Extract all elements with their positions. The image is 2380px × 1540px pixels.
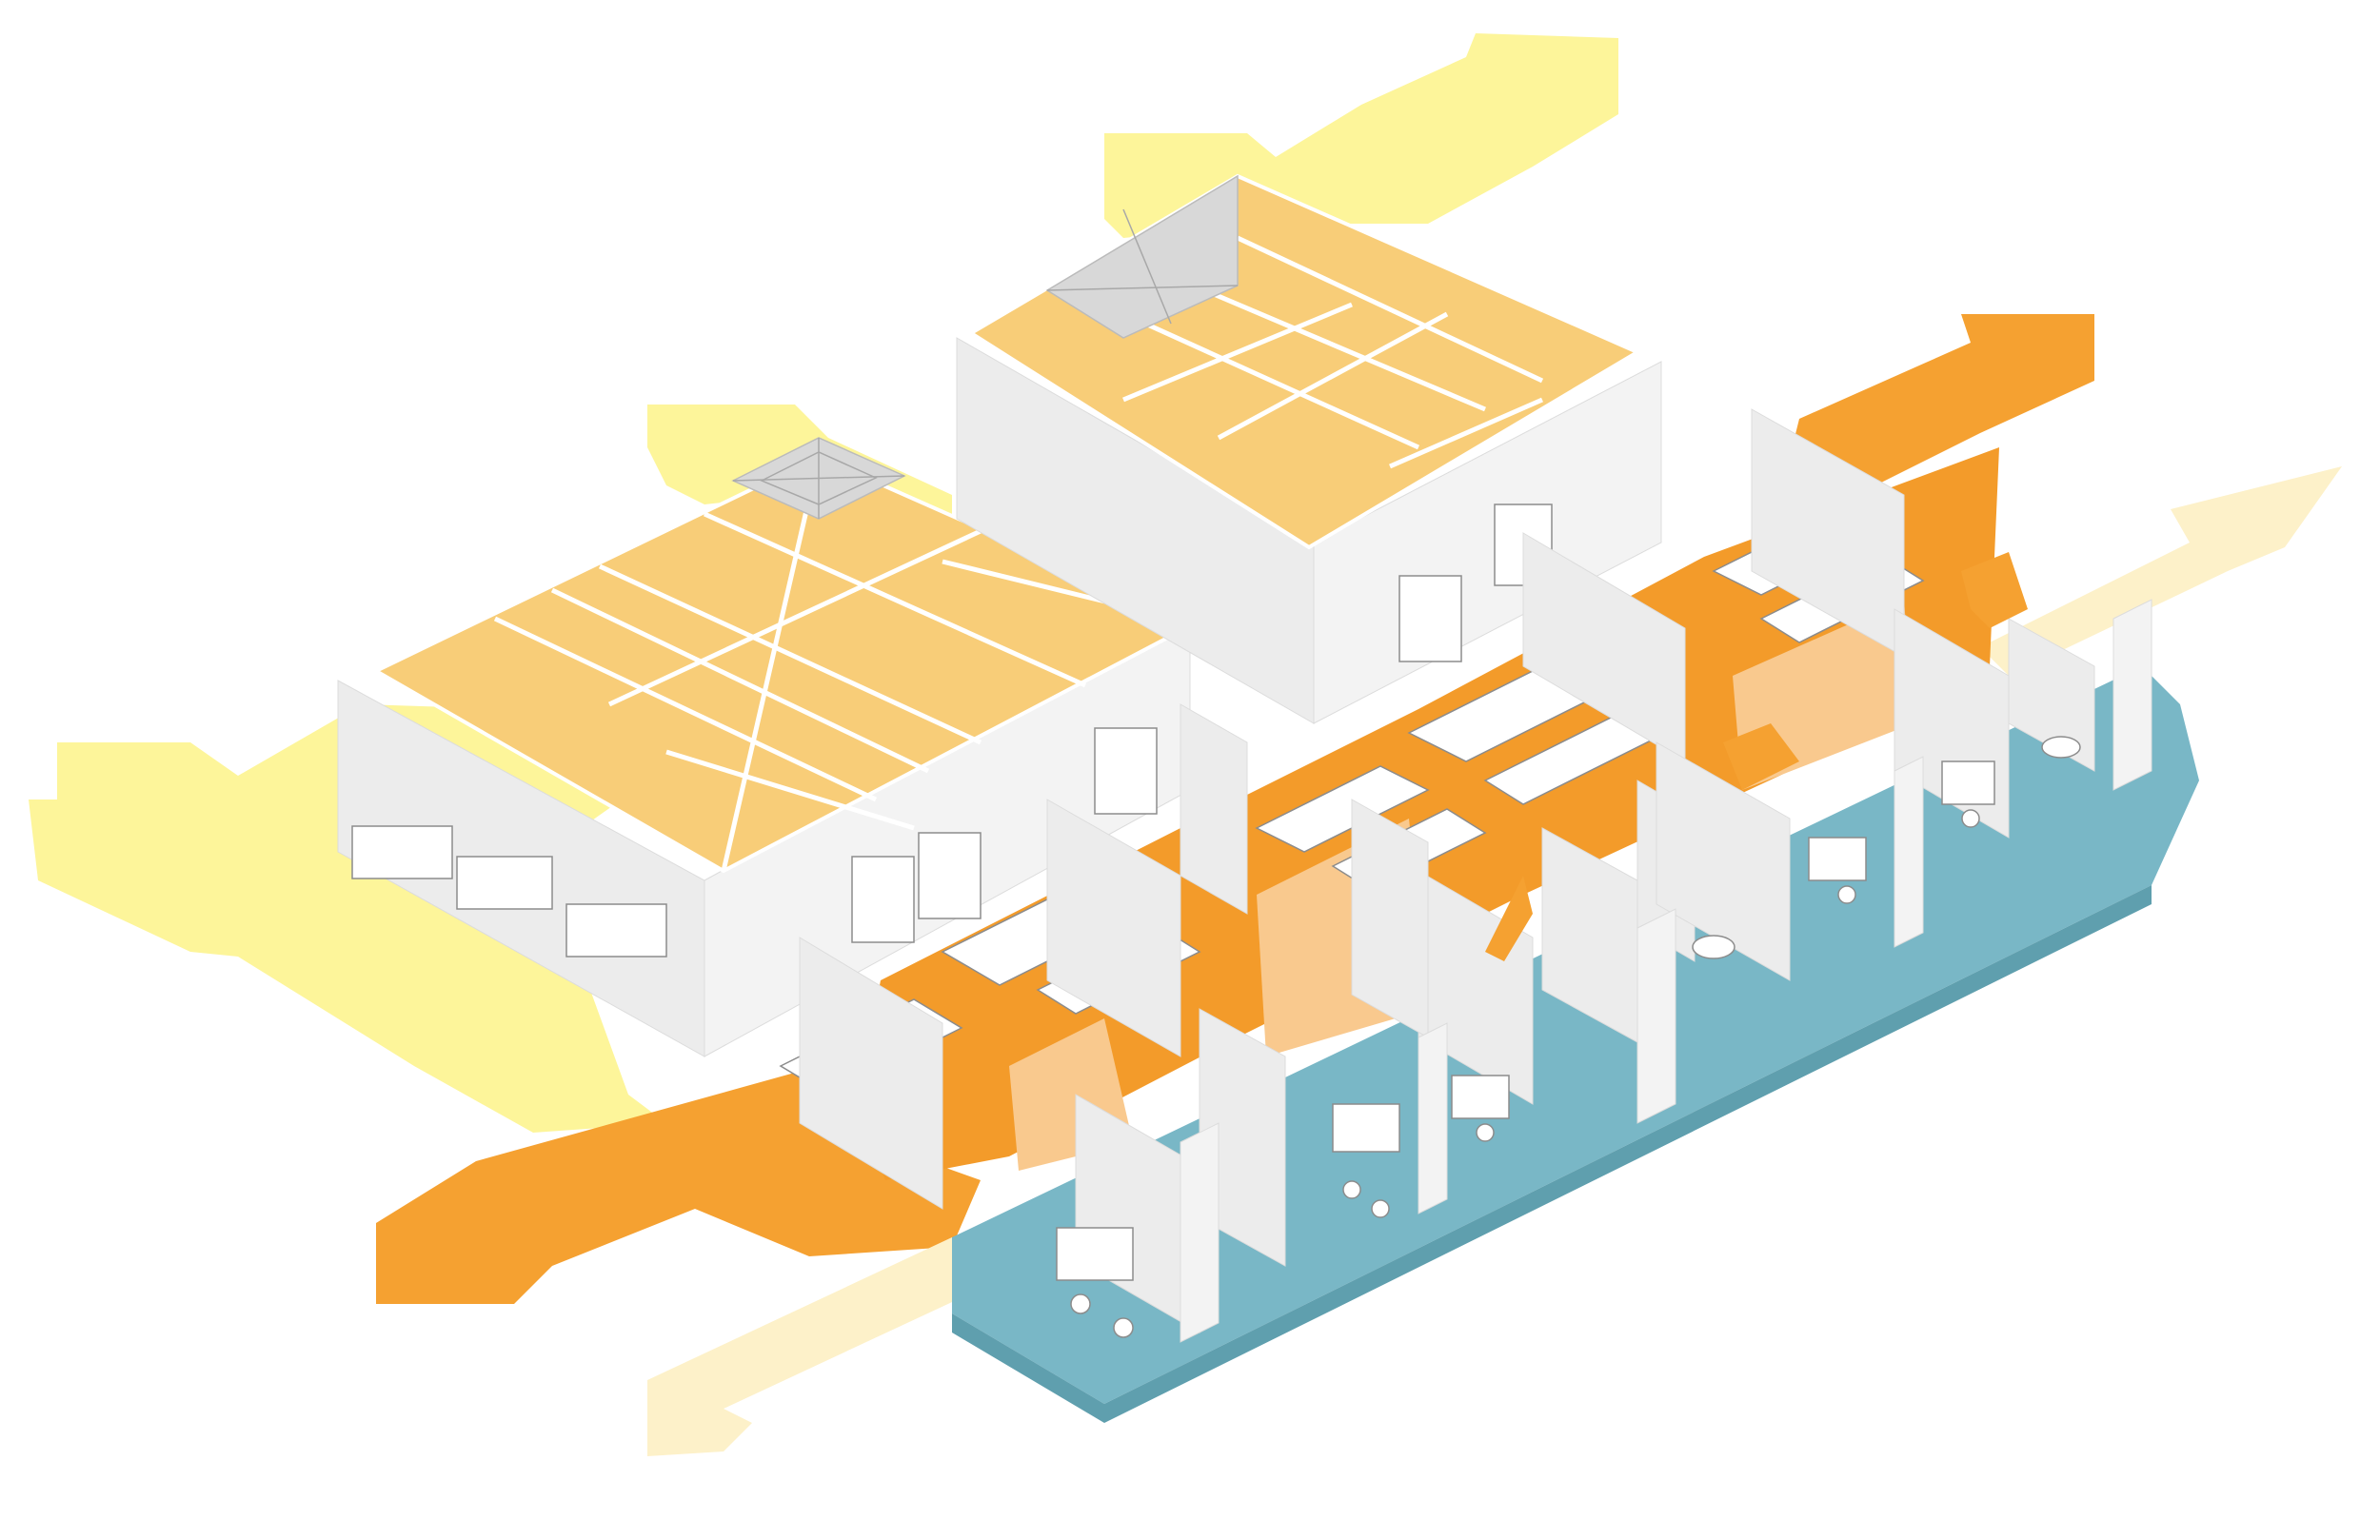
partition-walls — [799, 408, 2152, 1343]
circulation-arrow-icon — [1980, 466, 2342, 676]
lab-bench-icon — [351, 825, 667, 958]
office-furniture — [1056, 736, 2081, 1338]
desk-chair-icon — [1056, 760, 1995, 1338]
foreground-arrows — [1485, 552, 2028, 961]
skylight-icon — [731, 437, 906, 520]
circulation-arrow-icon — [1961, 552, 2028, 628]
round-table-icon — [1692, 736, 2081, 959]
circulation-arrow-icon — [1780, 314, 2094, 519]
skylight-icon — [1045, 174, 1239, 339]
circulation-arrow-icon — [647, 1237, 1009, 1456]
circulation-arrow-icon — [1723, 723, 1799, 790]
circulation-arrow-icon — [1485, 876, 1533, 961]
